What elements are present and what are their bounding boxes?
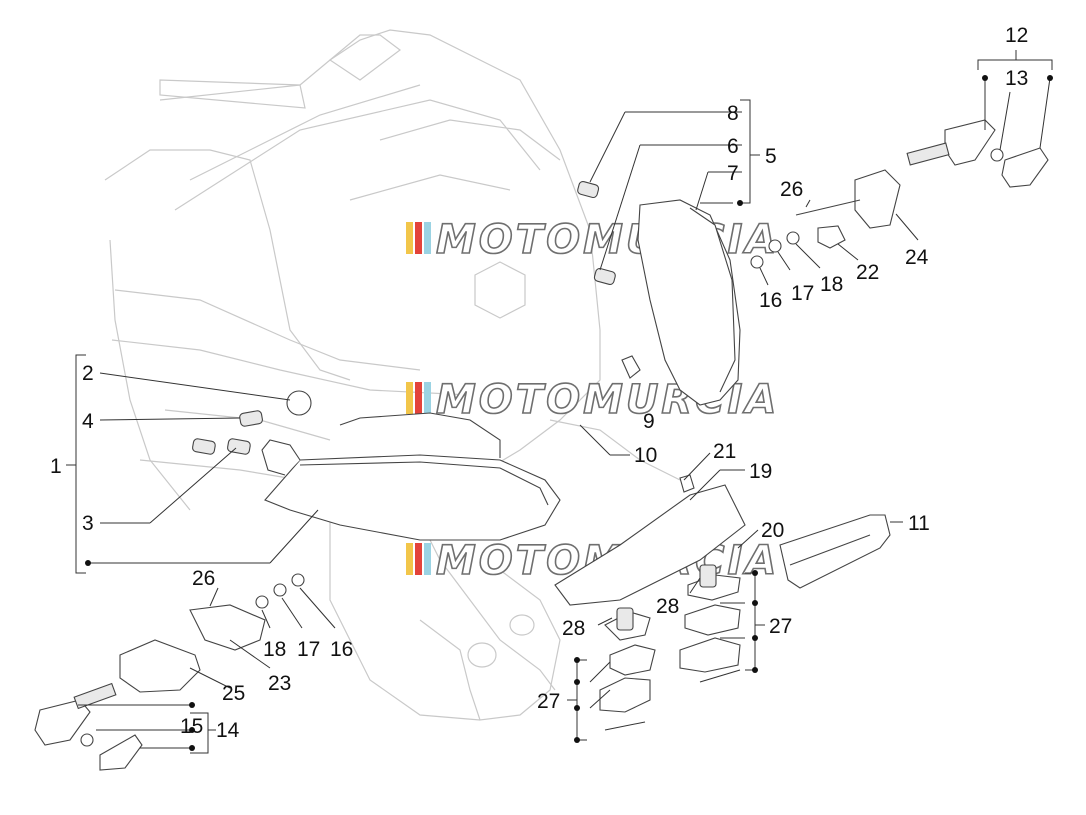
turn-signal-front-left bbox=[34, 604, 266, 771]
tail-light-assembly bbox=[577, 180, 741, 406]
bulb-28a bbox=[616, 607, 634, 631]
callout-8: 8 bbox=[727, 102, 739, 125]
callout-1: 1 bbox=[50, 455, 62, 478]
callout-20: 20 bbox=[761, 519, 784, 542]
callout-6: 6 bbox=[727, 135, 739, 158]
callout-21: 21 bbox=[713, 440, 736, 463]
callout-26-left: 26 bbox=[192, 567, 215, 590]
callout-16-left: 16 bbox=[330, 638, 353, 661]
callout-22: 22 bbox=[856, 261, 879, 284]
callout-7: 7 bbox=[727, 162, 739, 185]
housing-25 bbox=[119, 639, 201, 693]
callout-23: 23 bbox=[268, 672, 291, 695]
callout-labels: 1 2 3 4 5 6 7 8 9 10 11 12 13 14 15 16 1… bbox=[50, 24, 1028, 742]
callout-17-right: 17 bbox=[791, 282, 814, 305]
callout-14: 14 bbox=[216, 719, 240, 742]
callout-24: 24 bbox=[905, 246, 929, 269]
callout-10: 10 bbox=[634, 444, 657, 467]
bulb-4 bbox=[239, 410, 263, 427]
bulb-3a bbox=[192, 438, 216, 455]
callout-18-left: 18 bbox=[263, 638, 286, 661]
callout-19: 19 bbox=[749, 460, 772, 483]
scooter-body-outline bbox=[104, 29, 681, 721]
bulb-28b bbox=[699, 564, 717, 588]
callout-25: 25 bbox=[222, 682, 245, 705]
bulb-8 bbox=[577, 180, 600, 199]
callout-28-left: 28 bbox=[562, 617, 585, 640]
clip-9 bbox=[621, 355, 641, 379]
callout-11: 11 bbox=[908, 512, 930, 535]
callout-12: 12 bbox=[1005, 24, 1028, 47]
bulb-13 bbox=[990, 148, 1004, 162]
callout-27-right: 27 bbox=[769, 615, 792, 638]
headlight-assembly bbox=[192, 390, 561, 541]
callout-4: 4 bbox=[82, 410, 94, 433]
lamp-holders-27 bbox=[599, 564, 741, 713]
washer-stack-right bbox=[750, 231, 800, 269]
bracket-22 bbox=[817, 225, 846, 249]
callout-9: 9 bbox=[643, 410, 655, 433]
callout-3: 3 bbox=[82, 512, 94, 535]
callout-26-right: 26 bbox=[780, 178, 803, 201]
clip-21 bbox=[679, 474, 695, 493]
callout-28-right: 28 bbox=[656, 595, 679, 618]
washer-stack-left bbox=[255, 573, 305, 609]
callout-16-right: 16 bbox=[759, 289, 782, 312]
callout-18-right: 18 bbox=[820, 273, 843, 296]
callout-2: 2 bbox=[82, 362, 94, 385]
callout-17-left: 17 bbox=[297, 638, 320, 661]
leader-lines bbox=[66, 50, 1053, 754]
callout-27-left: 27 bbox=[537, 690, 560, 713]
license-light-assembly bbox=[554, 474, 746, 606]
bulb-7 bbox=[593, 267, 616, 286]
callout-5: 5 bbox=[765, 145, 777, 168]
turn-signal-rear-right bbox=[795, 119, 1049, 249]
bulb-2 bbox=[286, 390, 312, 416]
bracket-23 bbox=[189, 604, 266, 651]
bulb-15 bbox=[80, 733, 94, 747]
bracket-dots bbox=[85, 75, 1053, 751]
reflector-11 bbox=[779, 514, 891, 589]
callout-15: 15 bbox=[180, 715, 203, 738]
bracket-24 bbox=[854, 169, 901, 229]
callout-13: 13 bbox=[1005, 67, 1028, 90]
